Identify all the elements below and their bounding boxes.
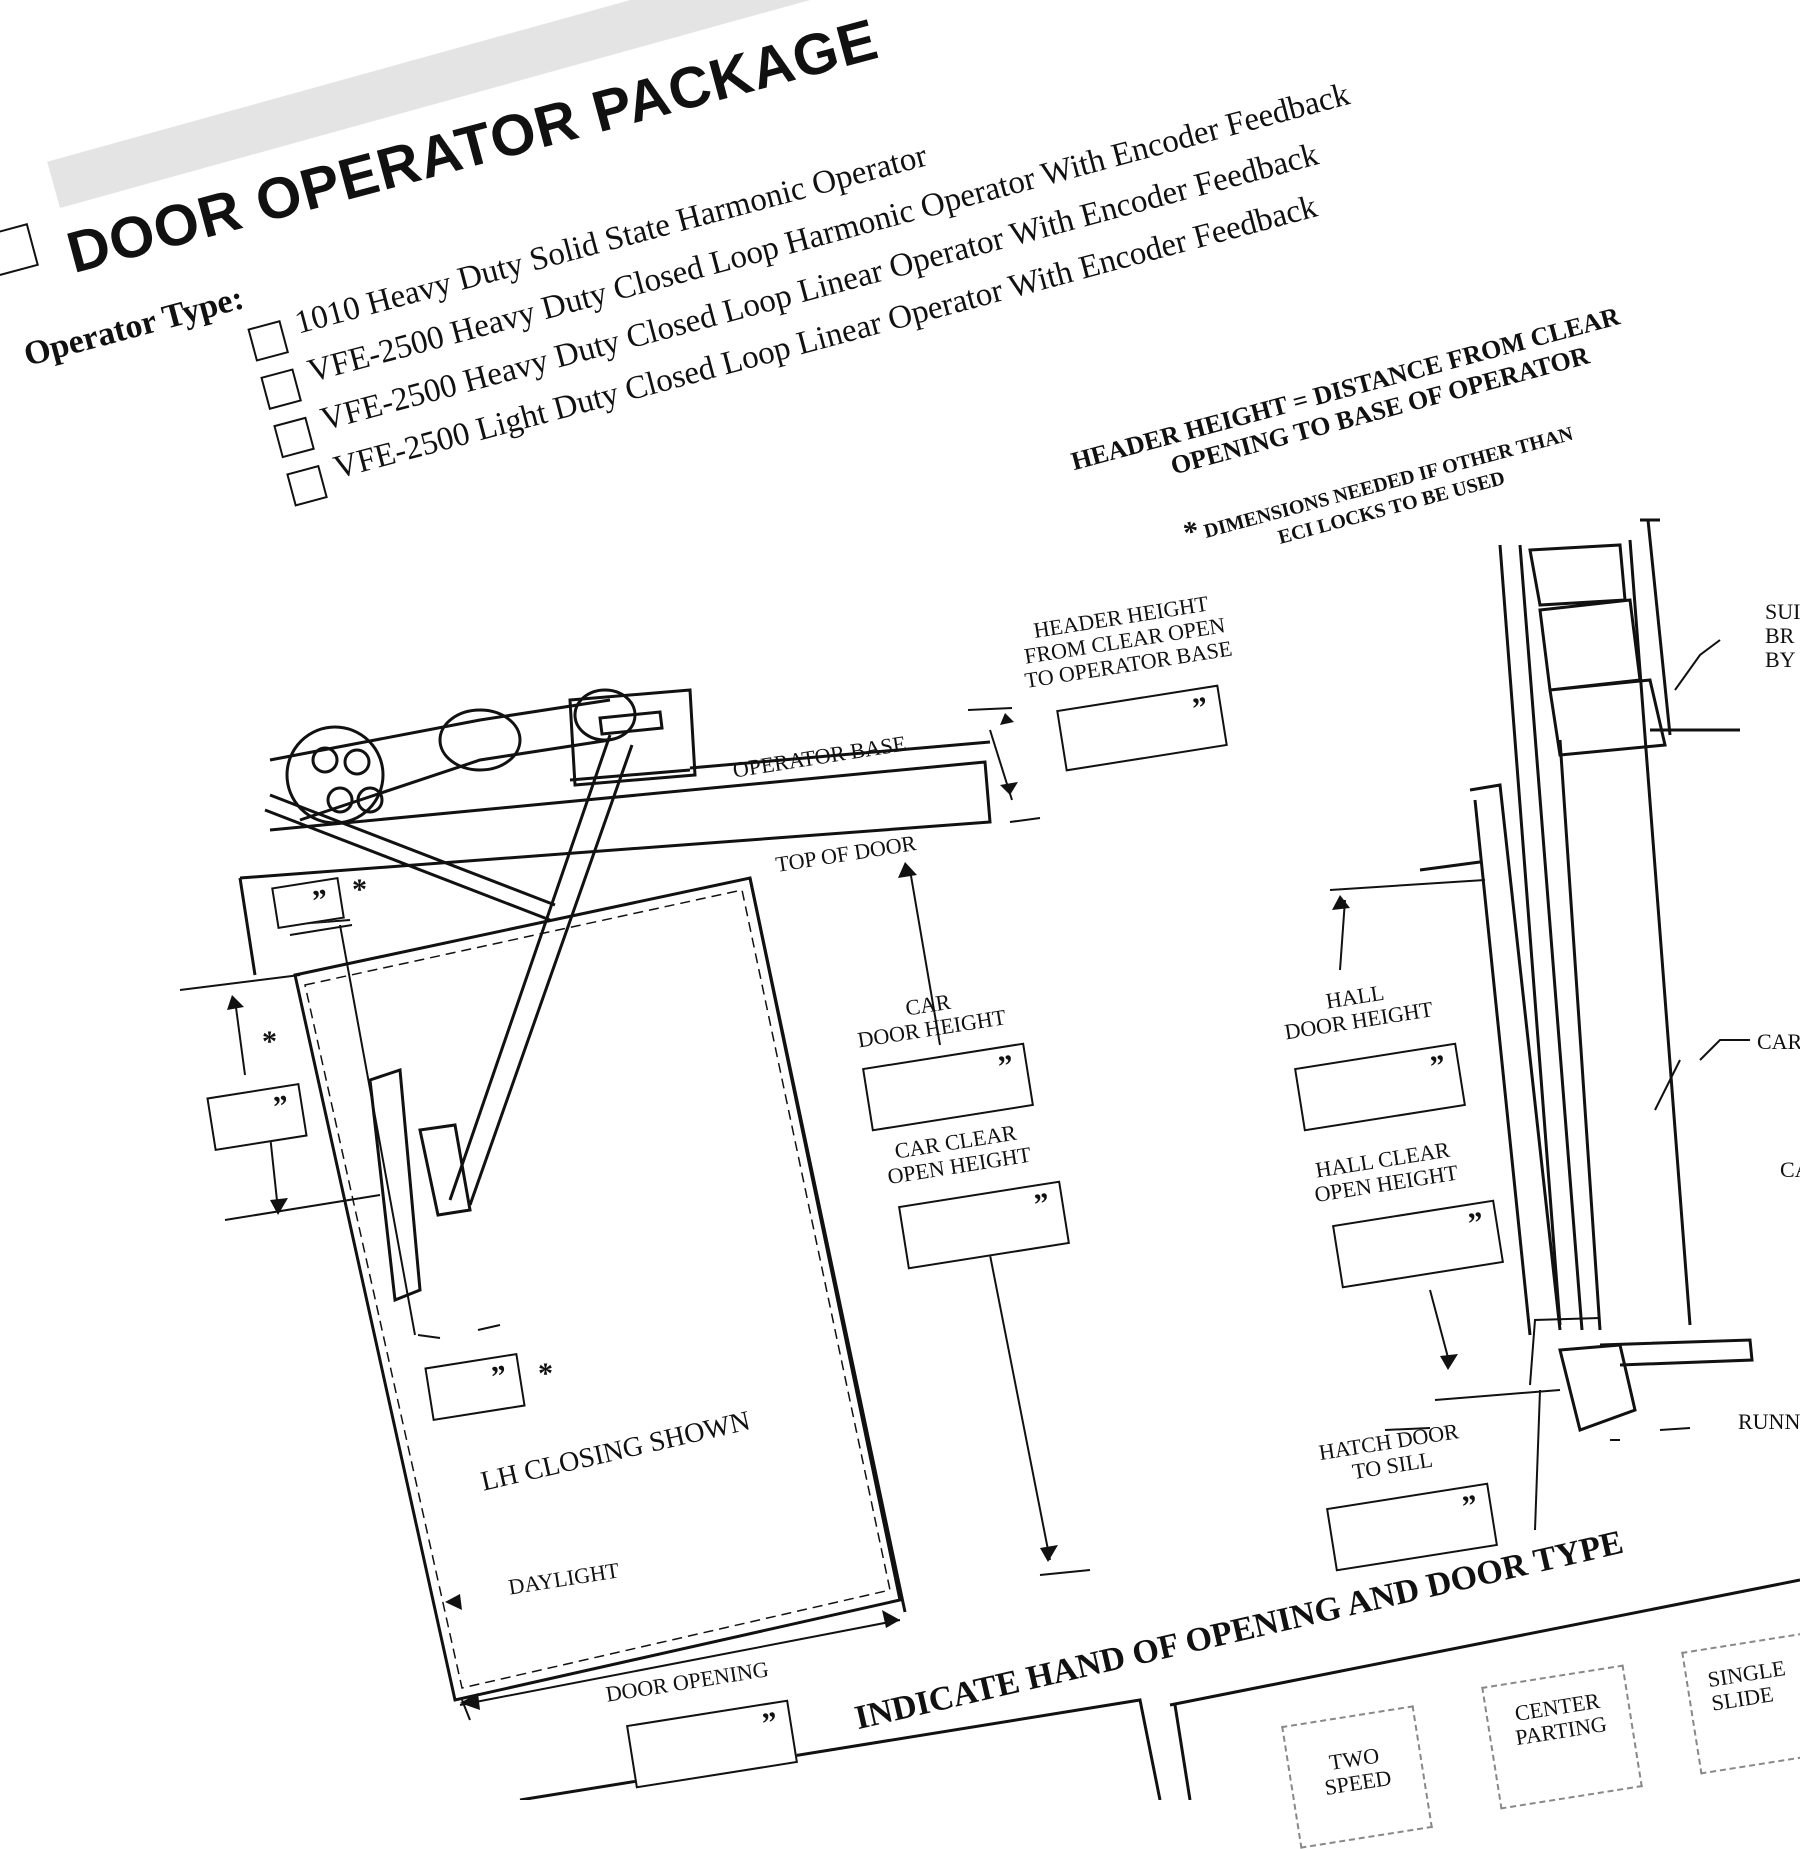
door-panel	[293, 876, 902, 1702]
inch-mark: ”	[310, 883, 331, 919]
door-frame-right	[748, 877, 907, 1613]
support-label-line3: BY	[1765, 647, 1796, 672]
door-type-option-center-parting[interactable]: CENTER PARTING	[1481, 1664, 1643, 1810]
operator-pulley	[285, 725, 385, 825]
door-type-label: CENTER PARTING	[1513, 1687, 1609, 1751]
inch-mark: ”	[1465, 1205, 1486, 1241]
asterisk-mark: *	[262, 1025, 277, 1058]
support-bracket-label: SUI BR BY	[1765, 600, 1800, 672]
hall-door-section	[1498, 539, 1692, 1331]
running-clearance-label: RUNN	[1738, 1409, 1800, 1434]
inch-mark: ”	[1031, 1186, 1052, 1222]
operator-arm	[264, 793, 556, 922]
hand-box-left	[519, 1698, 1162, 1800]
door-type-label: SINGLE SLIDE	[1705, 1655, 1788, 1716]
inch-mark: ”	[1427, 1048, 1448, 1084]
door-type-label: TWO SPEED	[1322, 1742, 1394, 1801]
car-side-label: CAR	[1757, 1029, 1800, 1054]
support-label-line1: SUI	[1765, 599, 1800, 624]
operator-drive-arm	[448, 734, 634, 1206]
door-clutch	[368, 1067, 472, 1303]
sill	[1558, 1343, 1637, 1432]
inch-mark: ”	[489, 1359, 510, 1395]
inch-mark: ”	[1190, 690, 1211, 726]
operator-bracket	[568, 688, 697, 787]
operator-drive-belt	[269, 698, 611, 822]
door-type-option-two-speed[interactable]: TWO SPEED	[1281, 1705, 1433, 1849]
door-type-box	[1169, 1578, 1800, 1707]
header-bar	[239, 760, 992, 880]
inch-mark: ”	[1459, 1488, 1480, 1524]
inch-mark: ”	[759, 1705, 780, 1741]
door-type-option-single-slide[interactable]: SINGLE SLIDE	[1681, 1629, 1800, 1775]
car-clearance-label: CA	[1780, 1157, 1800, 1182]
asterisk-mark: *	[352, 873, 367, 906]
support-label-line2: BR	[1765, 623, 1795, 648]
inch-mark: ”	[995, 1048, 1016, 1084]
inch-mark: ”	[271, 1089, 292, 1125]
door-diagram	[179, 518, 1800, 1800]
asterisk-mark: *	[538, 1357, 553, 1390]
operator-base-line	[569, 740, 991, 782]
